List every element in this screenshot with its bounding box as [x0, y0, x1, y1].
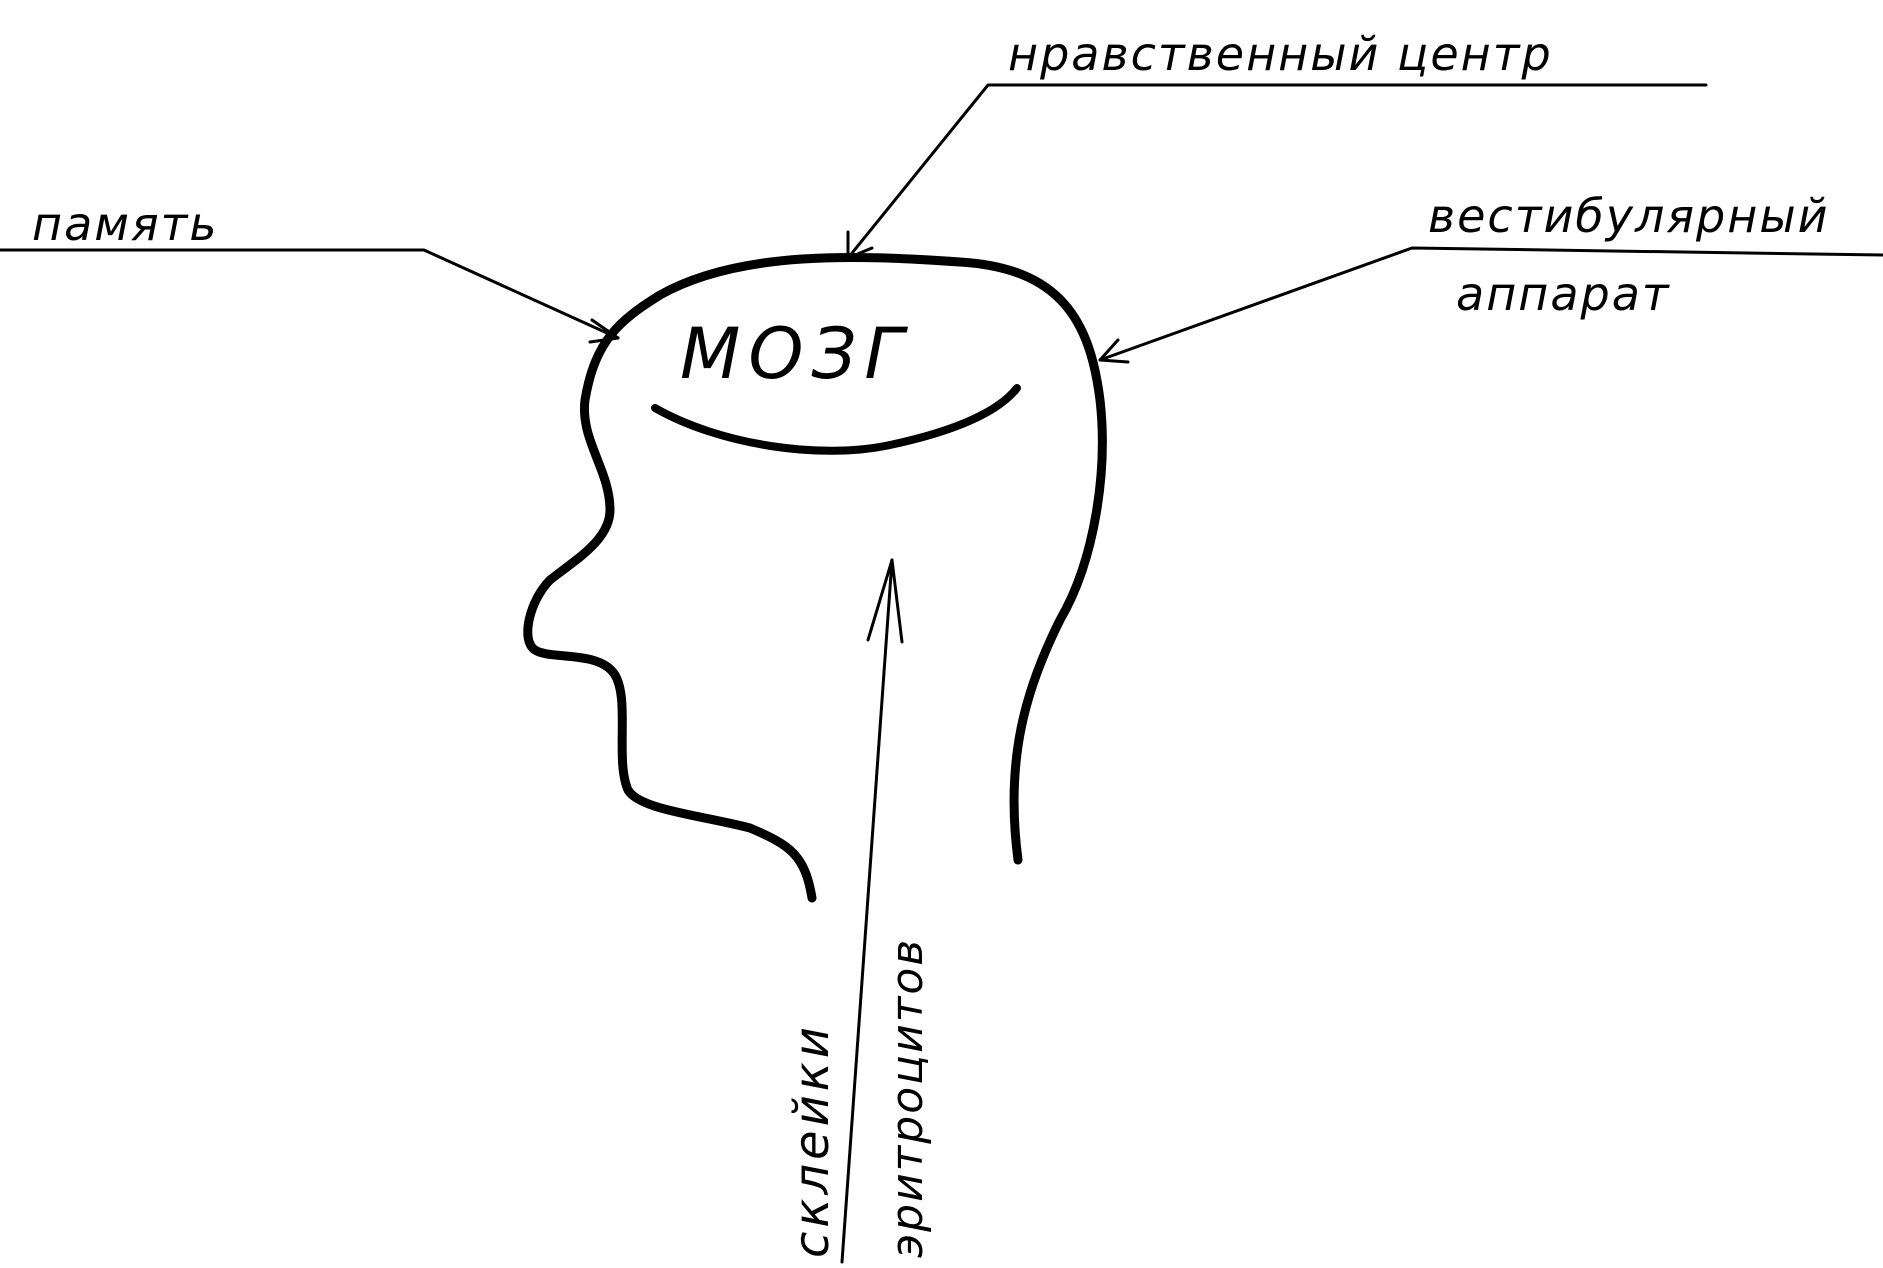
moral-center-label: нравственный центр	[1008, 27, 1553, 81]
brain-label: МОЗГ	[680, 313, 911, 395]
glueing-label-line1: склейки	[784, 1023, 840, 1258]
glueing-label-line2: эритроцитов	[882, 938, 933, 1258]
memory-leader	[0, 250, 618, 338]
vestibular-label-line1: вестибулярный	[1428, 189, 1830, 243]
glueing-arrowhead	[868, 560, 902, 642]
brain-underline	[655, 388, 1017, 451]
memory-label: память	[32, 197, 219, 251]
vestibular-label-line2: аппарат	[1456, 267, 1671, 321]
